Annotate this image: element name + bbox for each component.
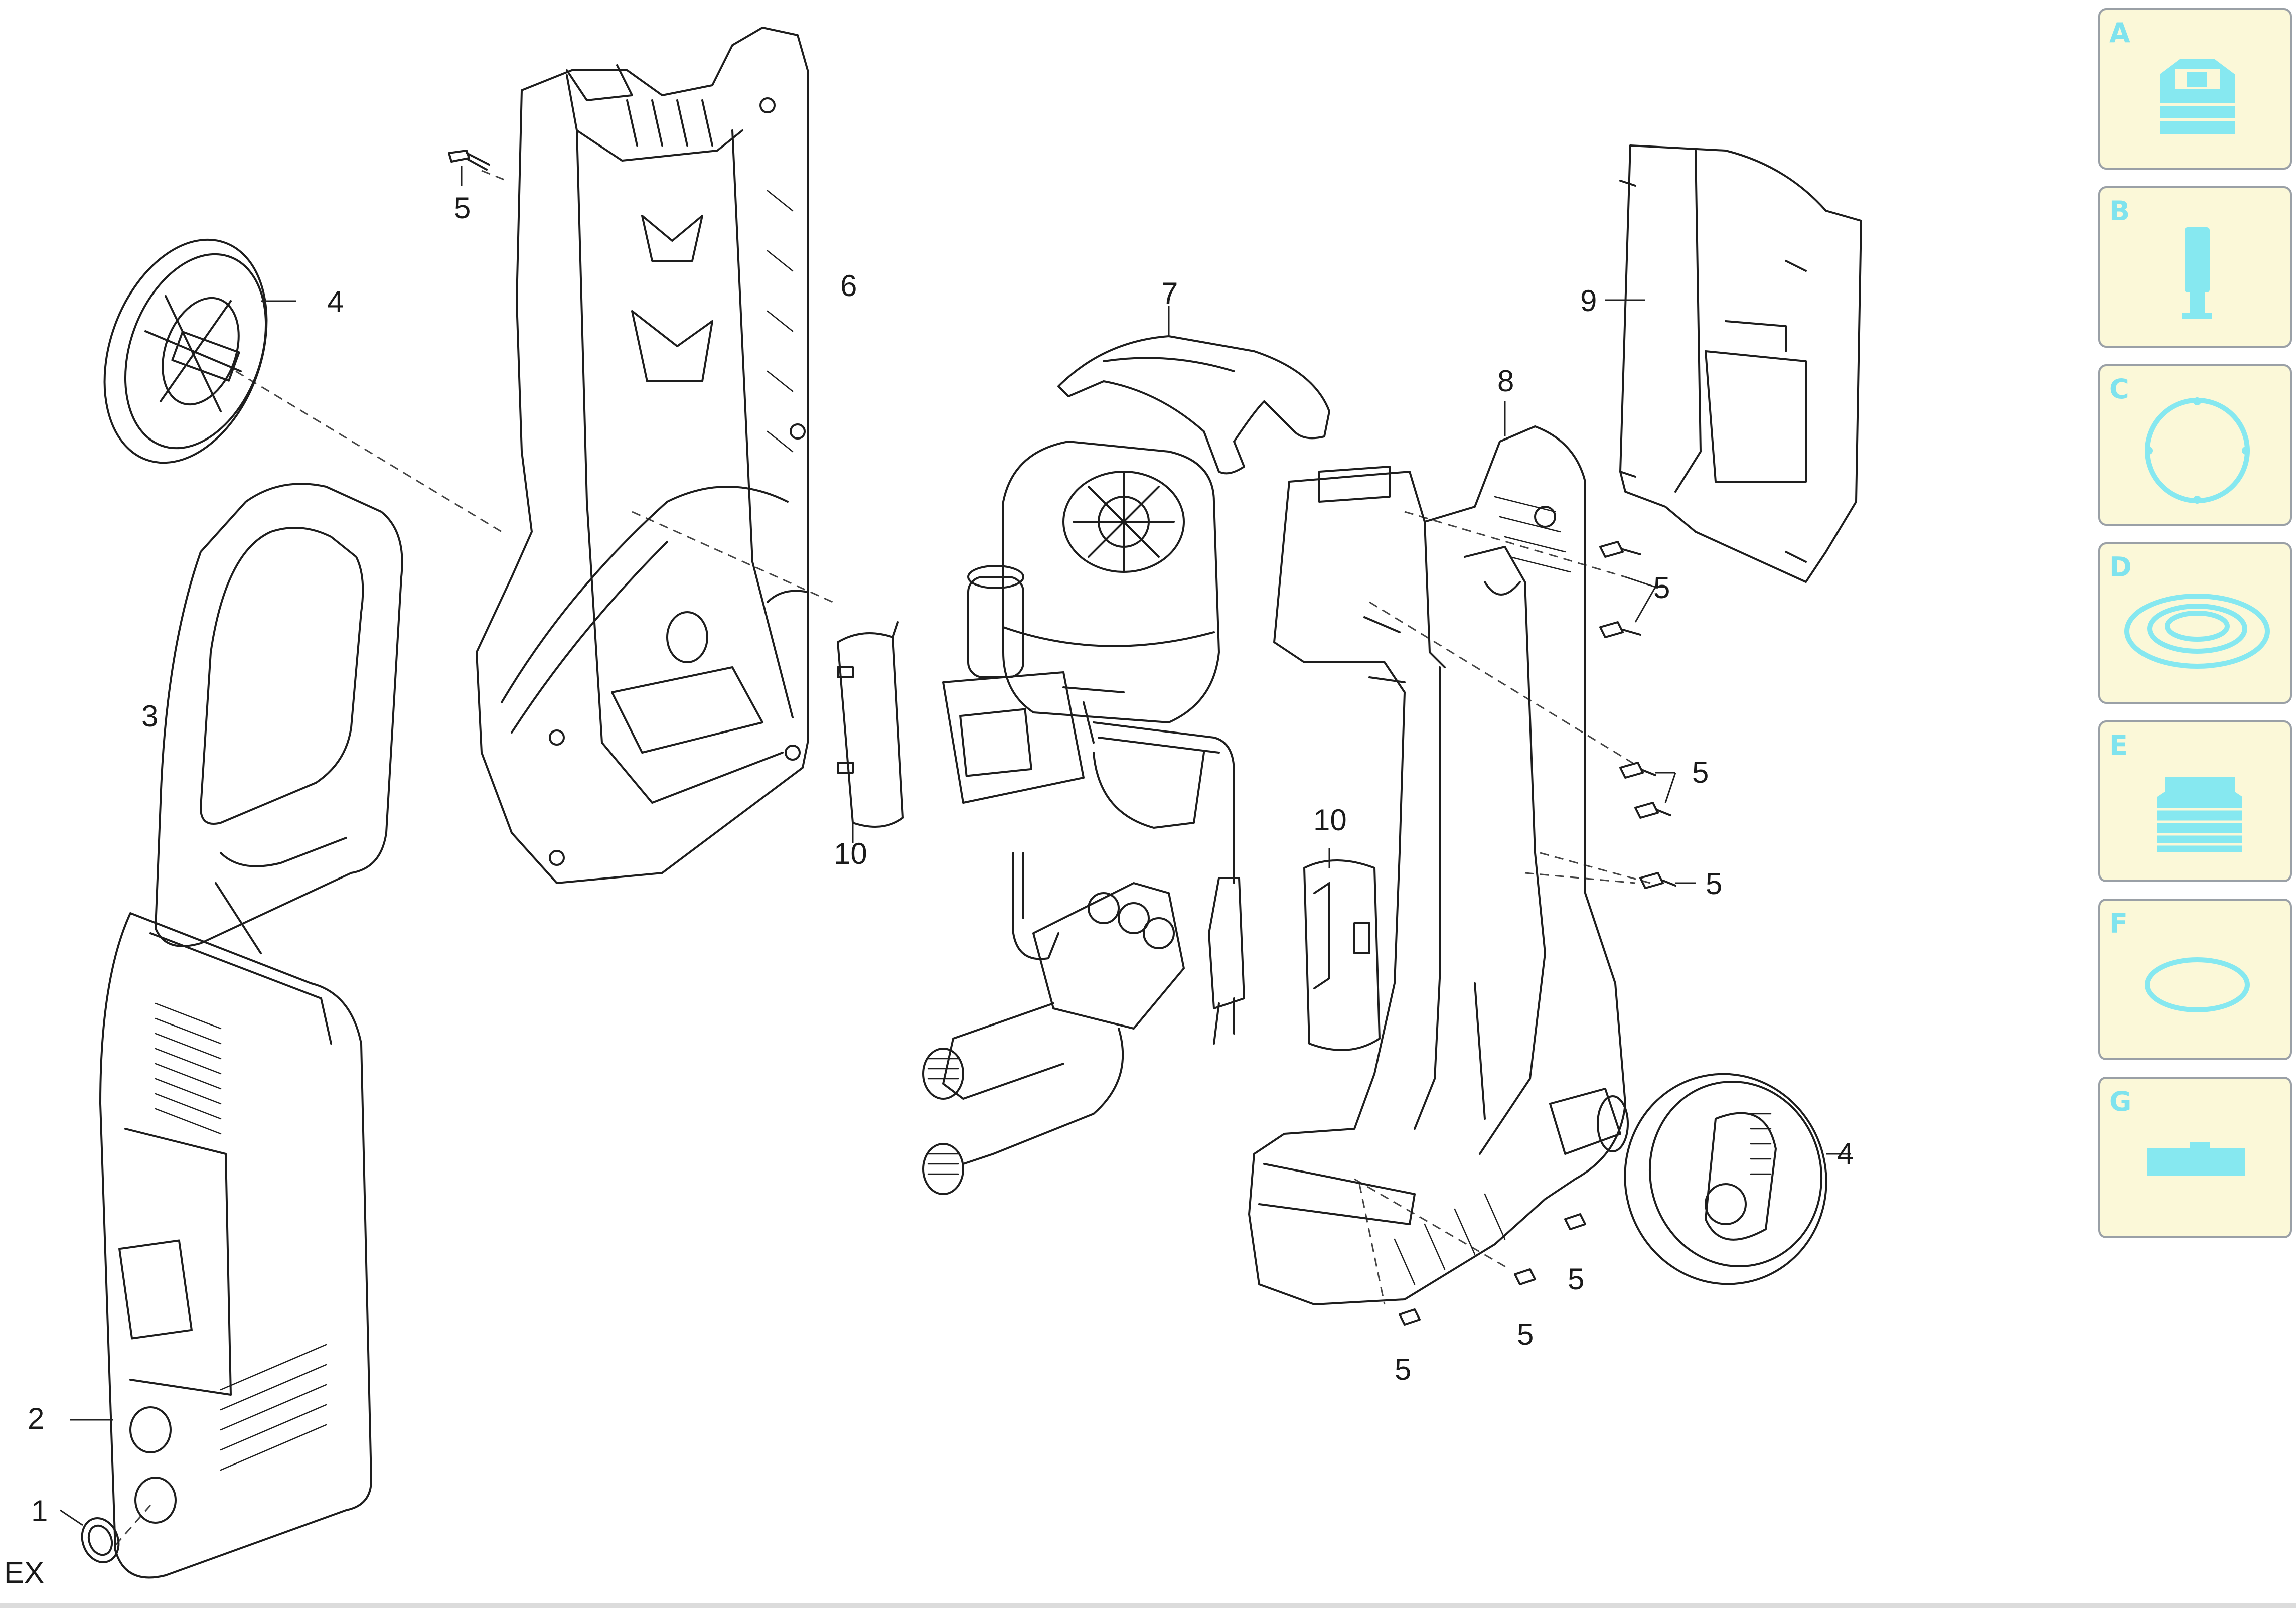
- callout-5-right-c: 5: [1706, 867, 1722, 901]
- callout-6: 6: [840, 269, 857, 303]
- tile-a-letter: A: [2109, 17, 2130, 49]
- callout-10-left: 10: [834, 837, 867, 870]
- tile-e-letter: E: [2109, 729, 2128, 761]
- motor-pump-part: [942, 441, 1245, 1045]
- callout-4-right: 4: [1837, 1137, 1854, 1170]
- main-frame-part: [1248, 401, 1629, 1305]
- nut-part: [60, 1509, 120, 1563]
- bottom-divider: [0, 1603, 2296, 1608]
- rear-frame-part: [476, 27, 809, 884]
- tile-c[interactable]: C: [2098, 364, 2292, 526]
- callout-2: 2: [28, 1402, 44, 1435]
- tile-b-letter: B: [2109, 195, 2130, 227]
- tile-f[interactable]: F: [2098, 899, 2292, 1060]
- tile-d-letter: D: [2109, 551, 2132, 583]
- tile-e[interactable]: E: [2098, 720, 2292, 882]
- pump-head-part: [922, 852, 1185, 1195]
- seal-ring-icon: [2124, 594, 2270, 669]
- assembly-lines: [114, 170, 1651, 1546]
- callout-5-right-a: 5: [1653, 571, 1670, 605]
- tile-c-letter: C: [2109, 373, 2129, 405]
- nozzle-icon: [2160, 59, 2235, 134]
- upper-cover-part: [155, 483, 403, 954]
- threaded-adapter-icon: [2157, 777, 2242, 852]
- screw-group: [1399, 541, 1696, 1326]
- handle-part: [1057, 306, 1330, 475]
- hose-clip-part-left: [837, 621, 904, 843]
- callout-4-left: 4: [327, 285, 344, 319]
- callout-5-right-b: 5: [1692, 756, 1709, 789]
- tile-a[interactable]: A: [2098, 8, 2292, 170]
- accessory-tiles: A B C: [2098, 8, 2292, 1238]
- callout-8: 8: [1497, 364, 1514, 398]
- callout-labels: 1 2 3 4 4 5 5 5 5 5 5 5 6 7 8 9 10 10 EX: [4, 191, 1854, 1589]
- hose-clip-part-right: [1303, 848, 1381, 1051]
- edge-label: EX: [4, 1556, 44, 1589]
- front-housing-part: [70, 912, 372, 1579]
- callout-3: 3: [141, 699, 158, 733]
- ring-gasket-icon: [2145, 397, 2250, 504]
- filter-cartridge-icon: [2182, 227, 2212, 319]
- clip-icon: [2147, 1142, 2245, 1176]
- callout-5-top-left: 5: [454, 191, 471, 225]
- tile-d[interactable]: D: [2098, 542, 2292, 704]
- callout-10-right: 10: [1313, 803, 1347, 837]
- rear-cover-part: [1605, 144, 1862, 583]
- right-wheel-part: [1624, 1073, 1851, 1285]
- callout-5-bottom-b: 5: [1517, 1318, 1534, 1351]
- tile-b[interactable]: B: [2098, 186, 2292, 348]
- callout-1: 1: [31, 1494, 48, 1528]
- tile-g-letter: G: [2109, 1086, 2131, 1117]
- tile-g[interactable]: G: [2098, 1077, 2292, 1238]
- o-ring-icon: [2145, 957, 2250, 1012]
- tile-f-letter: F: [2109, 908, 2128, 939]
- callout-9: 9: [1580, 284, 1597, 318]
- screw-part: [448, 150, 490, 186]
- callout-5-bottom-c: 5: [1395, 1353, 1411, 1386]
- callout-5-bottom-a: 5: [1568, 1262, 1584, 1296]
- left-wheel-part: [103, 238, 296, 464]
- callout-7: 7: [1161, 276, 1178, 310]
